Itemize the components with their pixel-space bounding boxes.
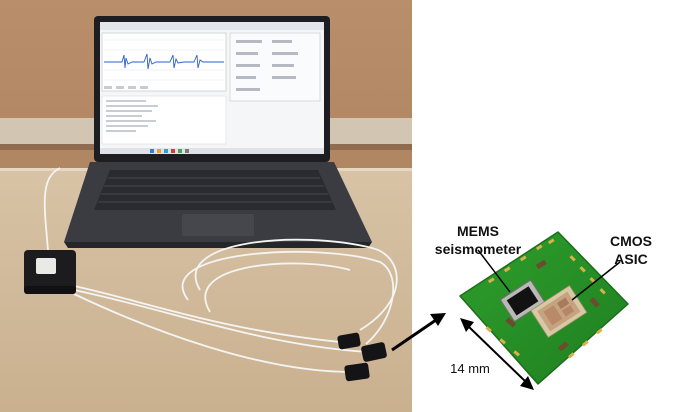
laptop-screen bbox=[94, 16, 330, 162]
dimension-label: 14 mm bbox=[450, 361, 490, 376]
sensor-cables bbox=[43, 167, 398, 373]
label-pointers bbox=[477, 249, 621, 301]
mems-chip bbox=[500, 280, 545, 322]
mems-label-line1: MEMS bbox=[457, 223, 499, 239]
mems-label: MEMS seismometer bbox=[428, 222, 528, 258]
laptop-base bbox=[64, 162, 372, 248]
pcb-board bbox=[459, 231, 629, 385]
pointer-arrow bbox=[391, 313, 446, 352]
cmos-label-line2: ASIC bbox=[614, 251, 648, 267]
seismic-software-window bbox=[100, 22, 324, 145]
interface-box bbox=[24, 250, 76, 294]
cmos-label-line1: CMOS bbox=[610, 233, 652, 249]
dimension-arrow bbox=[460, 318, 534, 390]
sensor-modules bbox=[337, 332, 387, 382]
seismic-waveform bbox=[104, 53, 224, 70]
mems-label-line2: seismometer bbox=[434, 241, 522, 257]
cmos-label: CMOS ASIC bbox=[596, 232, 666, 268]
